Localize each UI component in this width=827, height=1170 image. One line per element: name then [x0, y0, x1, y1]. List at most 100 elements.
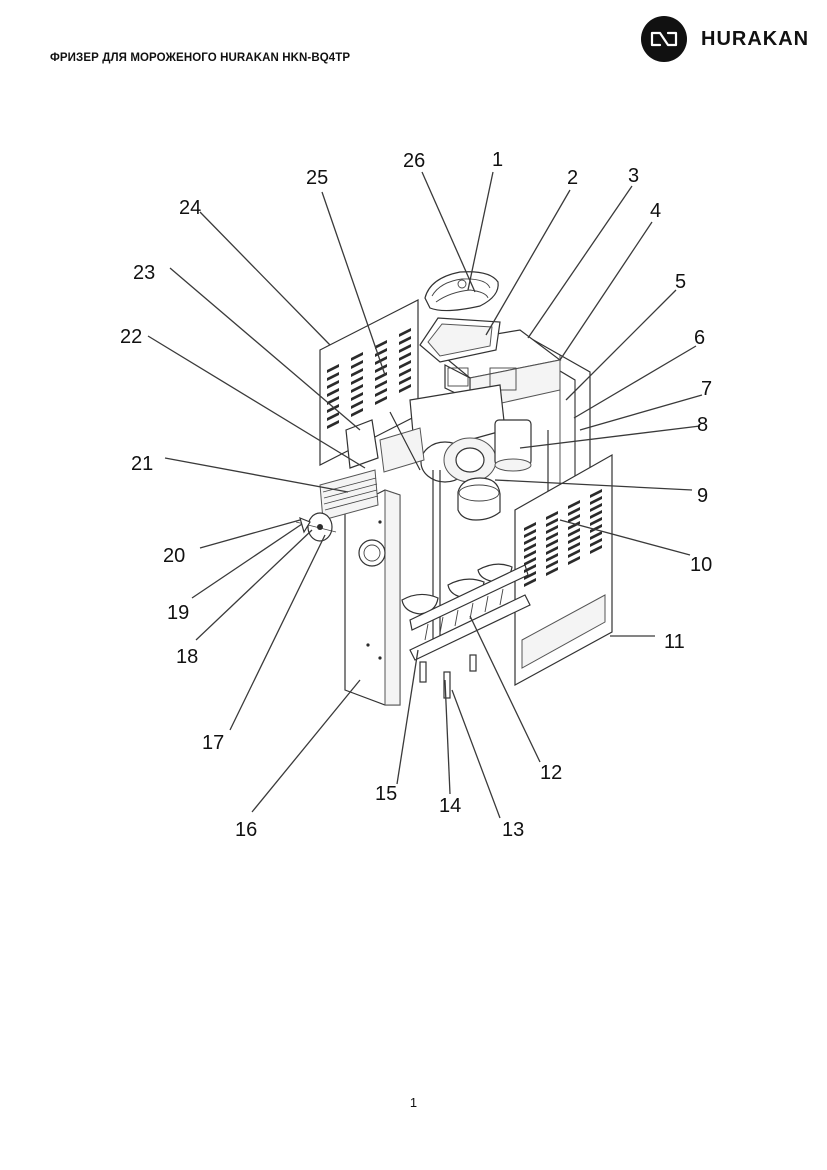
vent-slot [375, 372, 387, 381]
vent-slot [568, 542, 580, 551]
vent-slot [546, 560, 558, 569]
vent-slot [351, 376, 363, 385]
vent-slot [524, 564, 536, 573]
callout-15: 15 [375, 783, 397, 805]
callout-26: 26 [403, 150, 425, 172]
callout-25: 25 [306, 167, 328, 189]
callout-labels: 1 2 3 4 5 6 7 8 9 10 11 12 13 14 15 16 1… [120, 149, 712, 841]
vent-slot [590, 496, 602, 505]
vent-slot [399, 336, 411, 345]
left-panel-vents [327, 328, 411, 429]
base-ribs [424, 588, 504, 641]
callout-9: 9 [697, 485, 708, 507]
vent-slot [351, 408, 363, 417]
machine-drawing [295, 271, 613, 706]
vent-slot [351, 368, 363, 377]
vent-slot [568, 521, 580, 530]
vent-slot [590, 545, 602, 554]
vent-slot [590, 531, 602, 540]
vent-slot [327, 388, 339, 397]
vent-slot [568, 556, 580, 565]
brand-logo: HURAKAN [641, 16, 809, 62]
vent-slot [375, 364, 387, 373]
vent-slot [327, 380, 339, 389]
callout-3: 3 [628, 165, 639, 187]
callout-11: 11 [664, 631, 685, 653]
callout-10: 10 [690, 554, 712, 576]
callout-23: 23 [133, 262, 155, 284]
vent-slot [568, 500, 580, 509]
vent-slot [546, 567, 558, 576]
vent-slot [375, 340, 387, 349]
callout-22: 22 [120, 326, 142, 348]
vent-slot [524, 571, 536, 580]
callout-4: 4 [650, 200, 661, 222]
condenser-grille [322, 477, 379, 511]
callout-17: 17 [202, 732, 224, 754]
vent-slot [375, 380, 387, 389]
callout-24: 24 [179, 197, 201, 219]
vent-slot [524, 536, 536, 545]
vent-slot [590, 510, 602, 519]
callout-6: 6 [694, 327, 705, 349]
vent-slot [399, 384, 411, 393]
callout-1: 1 [492, 149, 503, 171]
callout-20: 20 [163, 545, 185, 567]
right-panel-vents [524, 489, 602, 587]
vent-slot [568, 549, 580, 558]
vent-slot [375, 388, 387, 397]
page-title: ФРИЗЕР ДЛЯ МОРОЖЕНОГО HURAKAN HKN-BQ4TP [50, 52, 351, 64]
vent-slot [568, 507, 580, 516]
vent-slot [351, 360, 363, 369]
vent-slot [351, 352, 363, 361]
vent-slot [524, 578, 536, 587]
vent-slot [524, 522, 536, 531]
callout-21: 21 [131, 453, 153, 475]
callout-8: 8 [697, 414, 708, 436]
vent-slot [399, 360, 411, 369]
callout-14: 14 [439, 795, 461, 817]
vent-slot [546, 532, 558, 541]
vent-slot [327, 420, 339, 429]
vent-slot [375, 356, 387, 365]
page-number: 1 [409, 1095, 418, 1110]
vent-slot [590, 517, 602, 526]
vent-slot [546, 518, 558, 527]
vent-slot [590, 503, 602, 512]
hurakan-logo-icon [641, 16, 687, 62]
vent-slot [327, 372, 339, 381]
vent-slot [546, 553, 558, 562]
vent-slot [327, 404, 339, 413]
vent-slot [590, 524, 602, 533]
vent-slot [524, 557, 536, 566]
vent-slot [399, 352, 411, 361]
vent-slot [399, 368, 411, 377]
vent-slot [546, 525, 558, 534]
callout-16: 16 [235, 819, 257, 841]
vent-slot [327, 364, 339, 373]
vent-slot [351, 392, 363, 401]
vent-slot [590, 489, 602, 498]
vent-slot [351, 400, 363, 409]
vent-slot [524, 550, 536, 559]
callout-19: 19 [167, 602, 189, 624]
vent-slot [590, 538, 602, 547]
vent-slot [327, 412, 339, 421]
vent-slot [524, 529, 536, 538]
vent-slot [399, 328, 411, 337]
callout-12: 12 [540, 762, 562, 784]
vent-slot [546, 539, 558, 548]
vent-slot [399, 344, 411, 353]
vent-slot [568, 535, 580, 544]
right-side-panel [514, 453, 613, 687]
callout-7: 7 [701, 378, 712, 400]
leader-lines [147, 171, 703, 819]
callout-13: 13 [502, 819, 524, 841]
vent-slot [568, 514, 580, 523]
vent-slot [524, 543, 536, 552]
callout-5: 5 [675, 271, 686, 293]
fan-assembly [295, 512, 337, 542]
vent-slot [351, 384, 363, 393]
vent-slot [327, 396, 339, 405]
